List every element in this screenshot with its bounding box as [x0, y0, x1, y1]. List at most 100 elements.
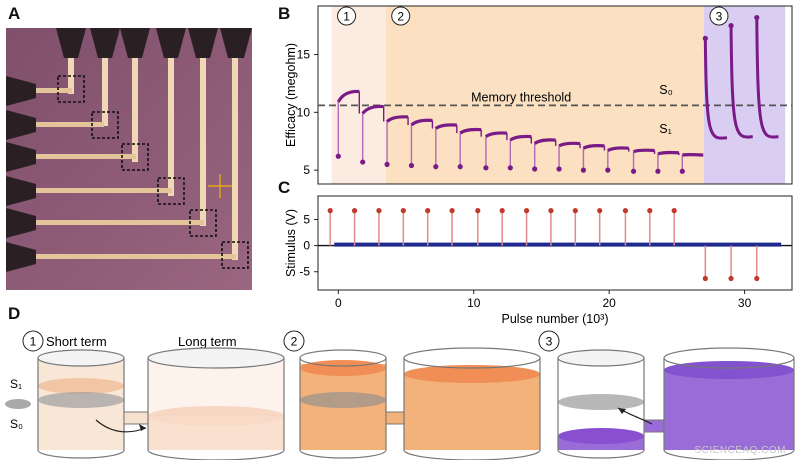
junction-box	[189, 209, 217, 237]
pulse-trace	[484, 131, 508, 138]
positive-pulse-point	[499, 208, 505, 214]
scene-3-long-liquid	[664, 370, 794, 450]
pulse-trace	[582, 144, 605, 150]
scene-2-number-circle	[283, 330, 305, 352]
pulse-low-point	[408, 162, 415, 169]
junction-box	[121, 143, 149, 171]
pulse-low-point	[580, 167, 587, 173]
region-3-shading	[703, 6, 786, 184]
panel-a-letter: A	[8, 4, 21, 23]
junction-box	[221, 241, 249, 269]
horizontal-electrode	[34, 154, 136, 159]
scene-2-long-liquid	[404, 374, 540, 450]
region-1-label: 1	[343, 10, 350, 24]
junction-box	[57, 75, 85, 103]
scene-2-long-rim	[403, 347, 541, 369]
positive-pulse-point	[425, 208, 431, 214]
device-micrograph	[6, 28, 252, 290]
state-label-0: S₀	[659, 83, 673, 97]
pulse-xtick-label: 30	[738, 296, 752, 310]
positive-pulse-point	[548, 208, 554, 214]
pulse-low-point	[483, 165, 489, 171]
panel-c-letter: C	[278, 178, 291, 197]
scene-2-number: 2	[291, 335, 298, 349]
region-3-label: 3	[716, 10, 723, 24]
region-2-marker	[391, 6, 411, 26]
spike-trace	[703, 38, 728, 140]
long-term-tank-rim	[147, 347, 285, 369]
positive-pulse-point	[449, 208, 455, 214]
pulse-low-point	[532, 166, 538, 172]
pulse-low-point	[433, 164, 439, 170]
stimulus-baseline	[334, 242, 782, 247]
electrode-pad	[156, 28, 186, 58]
positive-pulse-point	[351, 208, 358, 214]
pulse-low-point	[679, 168, 685, 174]
scene-3-long-tank	[663, 358, 795, 460]
short-term-label: Short term	[46, 334, 107, 349]
scene-2-short-surface	[300, 360, 386, 376]
stimulus-ytick-label: 0	[303, 239, 310, 253]
pulse-low-point	[630, 168, 637, 174]
pulse-trace	[361, 104, 384, 115]
pulse-trace	[336, 89, 360, 103]
region-1-marker	[337, 6, 357, 26]
flow-arrowhead	[139, 424, 146, 431]
horizontal-electrode	[34, 220, 204, 225]
electrode-pad	[188, 28, 218, 58]
scene-1: 1 Short term Long term S₁ S₀	[5, 330, 285, 460]
scene-2-long-surface	[404, 365, 540, 383]
positive-pulse-point	[376, 208, 382, 214]
vertical-electrode	[68, 56, 74, 94]
electrode-pad	[6, 76, 36, 106]
junction-box	[91, 111, 119, 139]
vertical-electrode	[132, 56, 138, 162]
scene-3-short-surface	[558, 428, 644, 444]
short-term-liquid-surface	[38, 378, 124, 394]
state-marker-icon	[5, 399, 31, 409]
panel-b-letter: B	[278, 4, 291, 23]
pulse-trace	[459, 127, 482, 135]
pulse-low-point	[360, 159, 366, 165]
pulse-xtick-label: 10	[467, 296, 481, 310]
scene-2-short-tank	[299, 358, 387, 459]
junction-box	[157, 177, 185, 205]
electrode-pad	[6, 110, 36, 140]
negative-pulse-point	[754, 275, 760, 282]
efficacy-axis-title: Efficacy (megohm)	[284, 43, 298, 147]
scene-3-threshold-disk	[558, 394, 644, 410]
pulse-trace	[633, 148, 655, 154]
pulse-trace	[509, 134, 532, 142]
negative-pulse-point	[702, 275, 708, 282]
electrode-pad	[6, 208, 36, 238]
stimulus-axis-title: Stimulus (V)	[284, 209, 298, 277]
state-label-1: S₁	[659, 122, 672, 136]
electrode-pad	[6, 176, 36, 206]
pulse-trace	[385, 115, 409, 123]
scene-2-long-tank	[403, 358, 541, 460]
scene-3-short-rim	[557, 349, 645, 367]
electrode-pad	[90, 28, 120, 58]
scene-2-threshold-disk	[300, 392, 386, 408]
efficacy-axes-frame	[317, 5, 793, 185]
pulse-trace	[410, 118, 433, 127]
pulse-low-point	[556, 166, 562, 172]
positive-pulse-point	[523, 208, 530, 214]
long-term-tank	[147, 358, 285, 460]
positive-pulse-point	[647, 208, 653, 214]
scene-2: 2	[283, 330, 541, 460]
positive-pulse-point	[572, 208, 578, 214]
region-2-label: 2	[397, 10, 404, 24]
pulse-low-point	[507, 165, 513, 171]
pulse-low-point	[457, 164, 463, 170]
scene-3-long-rim	[663, 347, 795, 369]
s1-label: S₁	[10, 377, 22, 391]
pulse-trace	[533, 138, 556, 145]
region-3-marker	[709, 6, 729, 26]
positive-pulse-point	[327, 208, 333, 214]
region-2-shading	[385, 6, 704, 184]
vertical-electrode	[232, 56, 238, 260]
